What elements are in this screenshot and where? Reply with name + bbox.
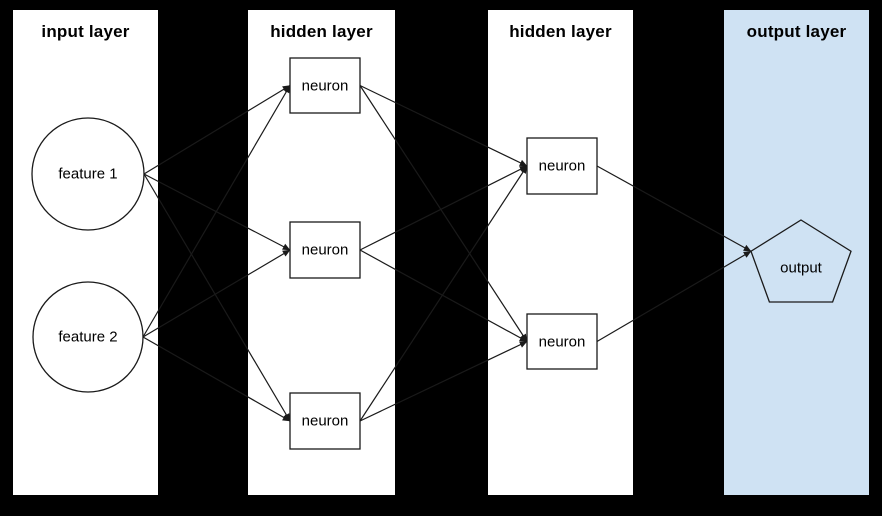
layer-title-input: input layer [41,22,130,41]
layer-column-output: output layer [724,10,869,495]
layer-column-hidden-1: hidden layer [248,10,395,495]
layer-title-output: output layer [746,22,847,41]
layer-title-hidden-2: hidden layer [509,22,612,41]
layer-column-input: input layer [13,10,158,495]
edge-lines-group [142,84,752,422]
layer-column-hidden-2: hidden layer [488,10,633,495]
layer-title-hidden-1: hidden layer [270,22,373,41]
